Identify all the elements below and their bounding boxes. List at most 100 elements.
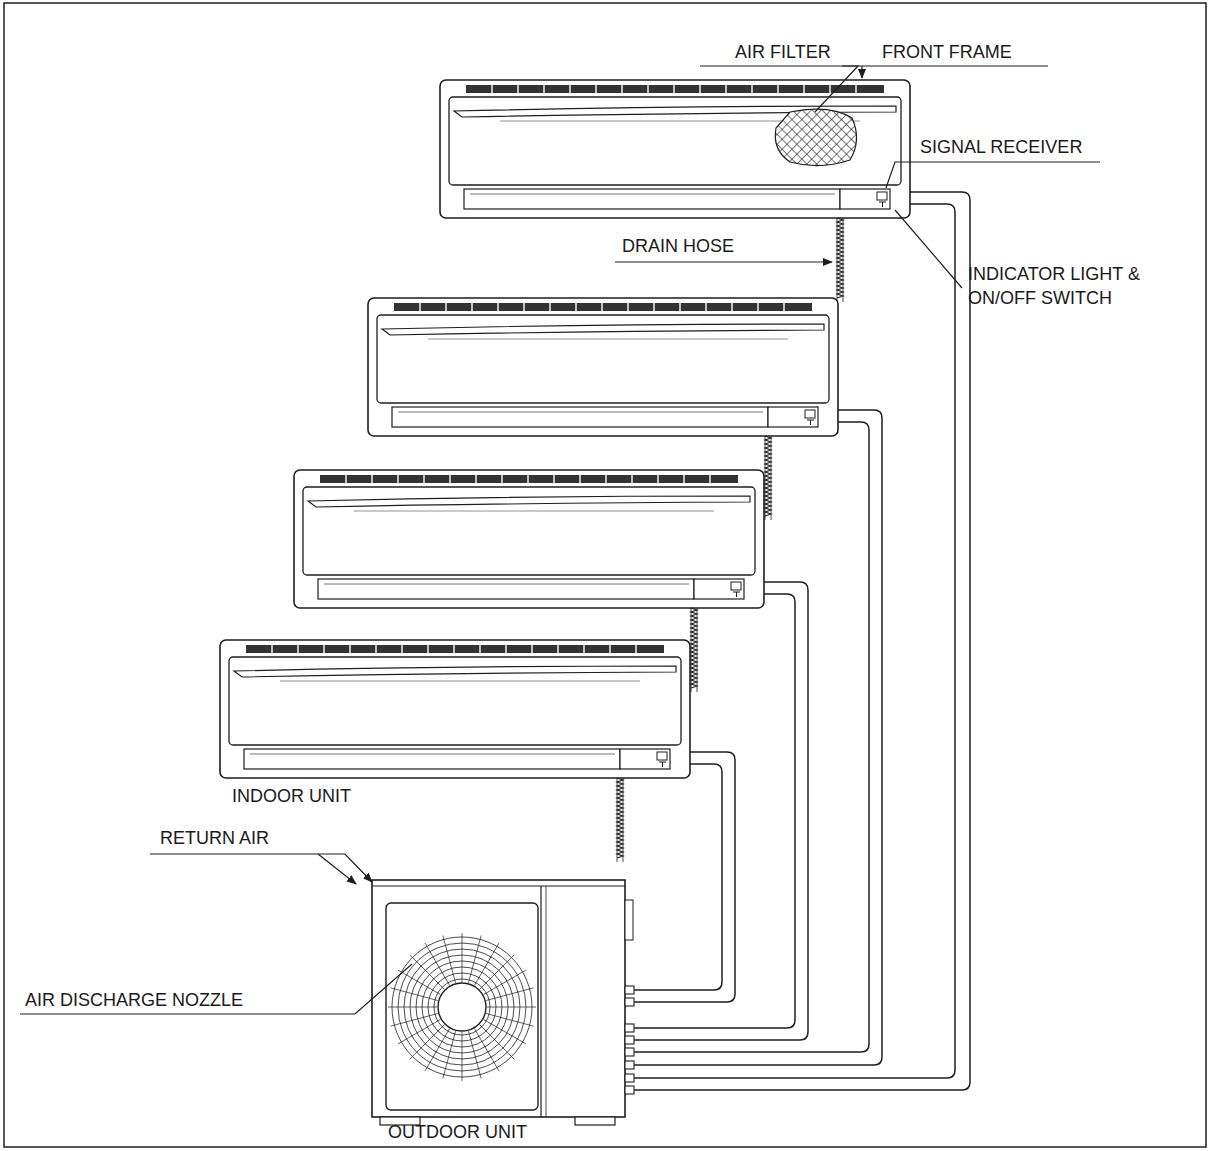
leader-line <box>20 964 412 1014</box>
grille-spoke <box>468 936 481 983</box>
drain-hose-edge <box>843 218 844 302</box>
casing-divider <box>540 886 541 1117</box>
front-panel <box>303 487 755 575</box>
grille-slot <box>683 475 684 483</box>
drain-hose-edge <box>837 218 838 302</box>
grille-slot <box>829 85 830 93</box>
grille-slot <box>757 303 758 311</box>
front-swoosh <box>308 496 750 507</box>
grille-slot <box>531 645 532 653</box>
grille-slot <box>777 85 778 93</box>
louver <box>470 194 835 195</box>
grille-slot <box>605 475 606 483</box>
grille-slot <box>349 645 350 653</box>
grille-slot <box>751 85 752 93</box>
part-label: RETURN AIR <box>160 826 269 850</box>
part-label: AIR FILTER <box>735 40 831 64</box>
grille-slot <box>725 85 726 93</box>
grille-spoke <box>468 1031 481 1078</box>
indicator-switch <box>879 202 886 207</box>
signal-receiver <box>731 582 741 590</box>
leader-line <box>318 854 356 884</box>
drain-hose-edge <box>697 608 698 692</box>
service-valve <box>625 1074 634 1082</box>
grille-slot <box>479 645 480 653</box>
indicator-switch <box>733 592 740 597</box>
air-filter <box>775 109 856 165</box>
grille-slot <box>397 475 398 483</box>
service-valve <box>625 1061 634 1069</box>
panel-line <box>428 339 788 340</box>
grille-slot <box>731 303 732 311</box>
grille-slot <box>401 645 402 653</box>
service-valve <box>625 998 634 1006</box>
grille-slot <box>575 303 576 311</box>
drain-hose <box>837 218 843 298</box>
grille-slot <box>497 303 498 311</box>
service-valve <box>625 1036 634 1044</box>
grille-slot <box>471 303 472 311</box>
grille-slot <box>505 645 506 653</box>
outdoor-casing <box>372 880 625 1117</box>
grille-slot <box>553 475 554 483</box>
part-label: AIR DISCHARGE NOZZLE <box>25 988 243 1012</box>
grille-spoke <box>425 1029 450 1071</box>
grille-spoke <box>475 943 500 985</box>
casing-divider <box>546 886 547 1117</box>
grille-slot <box>449 475 450 483</box>
fan-hub <box>438 983 486 1031</box>
grille-slot <box>855 85 856 93</box>
grille-spoke <box>410 955 445 990</box>
air-outlet <box>318 579 694 599</box>
front-panel <box>229 657 681 745</box>
grille-spoke <box>475 1029 500 1071</box>
signal-receiver <box>805 410 815 418</box>
grille-slot <box>657 475 658 483</box>
grille-spoke <box>391 1013 438 1026</box>
refrigerant-pipe <box>634 752 735 1002</box>
indicator-switch <box>807 420 814 425</box>
grille-slot <box>783 303 784 311</box>
air-outlet <box>464 189 840 209</box>
service-valve <box>625 1024 634 1032</box>
front-panel <box>377 315 829 403</box>
grille-spoke <box>443 936 456 983</box>
air-outlet <box>244 749 620 769</box>
part-label: INDOOR UNIT <box>232 784 351 808</box>
top-grille <box>246 645 664 653</box>
unit-casing <box>294 470 764 608</box>
top-grille <box>394 303 812 311</box>
grille-slot <box>595 85 596 93</box>
part-label: SIGNAL RECEIVER <box>920 135 1082 159</box>
grille-slot <box>673 85 674 93</box>
grille-spoke <box>480 955 515 990</box>
grille-slot <box>517 85 518 93</box>
service-valve <box>625 986 634 994</box>
unit-casing <box>220 640 690 778</box>
unit-casing <box>440 80 910 218</box>
front-swoosh <box>234 666 676 677</box>
louver <box>250 754 615 755</box>
louver <box>398 412 763 413</box>
grille-spoke <box>487 1007 536 1008</box>
grille-slot <box>621 85 622 93</box>
drain-hose-edge <box>617 778 618 862</box>
grille-spoke <box>486 988 533 1001</box>
grille-slot <box>501 475 502 483</box>
display-box <box>694 579 744 599</box>
part-label: OUTDOOR UNIT <box>388 1120 527 1144</box>
service-valve <box>625 1048 634 1056</box>
grille-slot <box>803 85 804 93</box>
grille-spoke <box>462 1032 463 1081</box>
grille-slot <box>609 645 610 653</box>
drain-hose-edge <box>771 436 772 520</box>
grille-spoke <box>398 1020 440 1045</box>
grille-slot <box>271 645 272 653</box>
grille-spoke <box>462 933 463 982</box>
indicator-switch <box>659 762 666 767</box>
leader-line <box>615 261 832 262</box>
grille-slot <box>583 645 584 653</box>
grille-slot <box>323 645 324 653</box>
louver <box>324 584 689 585</box>
